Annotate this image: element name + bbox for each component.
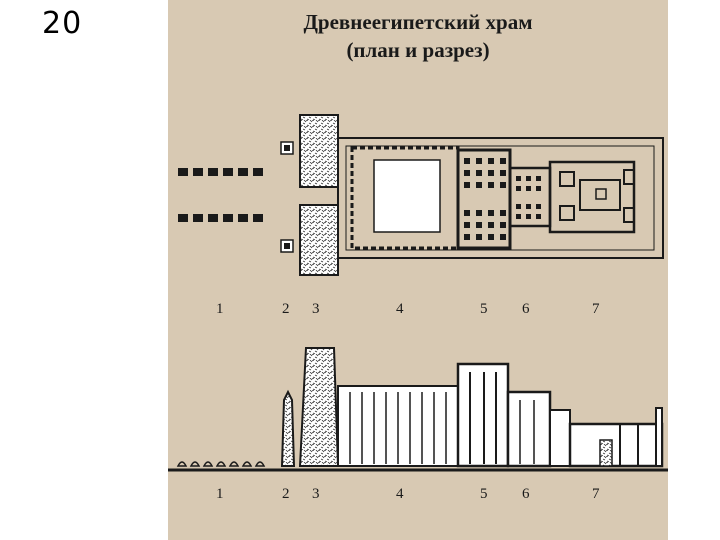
section-label-5: 5 xyxy=(480,486,488,502)
plan-label-1: 1 xyxy=(216,301,224,317)
pylon-section xyxy=(298,347,340,467)
section-label-6: 6 xyxy=(522,486,530,502)
second-hall-section xyxy=(506,390,552,468)
sanctuary-plan xyxy=(548,160,636,234)
figure-subtitle: (план и разрез) xyxy=(346,38,490,62)
section-label-3: 3 xyxy=(312,486,320,502)
pylon-plan xyxy=(299,114,339,276)
figure-title: Древнеегипетский храм xyxy=(303,10,533,34)
enclosure-inner-wall xyxy=(345,145,655,251)
temple-plan xyxy=(178,114,664,276)
sphinx-row-section xyxy=(176,461,266,467)
temple-figure: Древнеегипетский храм (план и разрез) xyxy=(168,0,668,540)
plan-label-4: 4 xyxy=(396,301,404,317)
hypostyle-section xyxy=(456,362,510,468)
hypostyle-plan xyxy=(456,148,512,250)
sanctuary-section xyxy=(549,407,664,468)
courtyard-plan xyxy=(350,146,460,250)
slide-number: 20 xyxy=(42,6,83,41)
plan-label-7: 7 xyxy=(592,301,600,317)
obelisk-section xyxy=(280,389,296,467)
plan-label-5: 5 xyxy=(480,301,488,317)
section-label-4: 4 xyxy=(396,486,404,502)
plan-label-6: 6 xyxy=(522,301,530,317)
obelisks-plan xyxy=(280,141,294,253)
temple-drawing xyxy=(168,114,668,472)
courtyard-colonnade xyxy=(337,385,459,467)
section-label-1: 1 xyxy=(216,486,224,502)
plan-label-2: 2 xyxy=(282,301,290,317)
second-hall-plan xyxy=(508,166,552,228)
temple-section xyxy=(168,347,668,472)
plan-label-3: 3 xyxy=(312,301,320,317)
section-label-2: 2 xyxy=(282,486,290,502)
sphinx-avenue xyxy=(178,168,263,222)
section-label-7: 7 xyxy=(592,486,600,502)
enclosure-wall xyxy=(337,137,664,259)
